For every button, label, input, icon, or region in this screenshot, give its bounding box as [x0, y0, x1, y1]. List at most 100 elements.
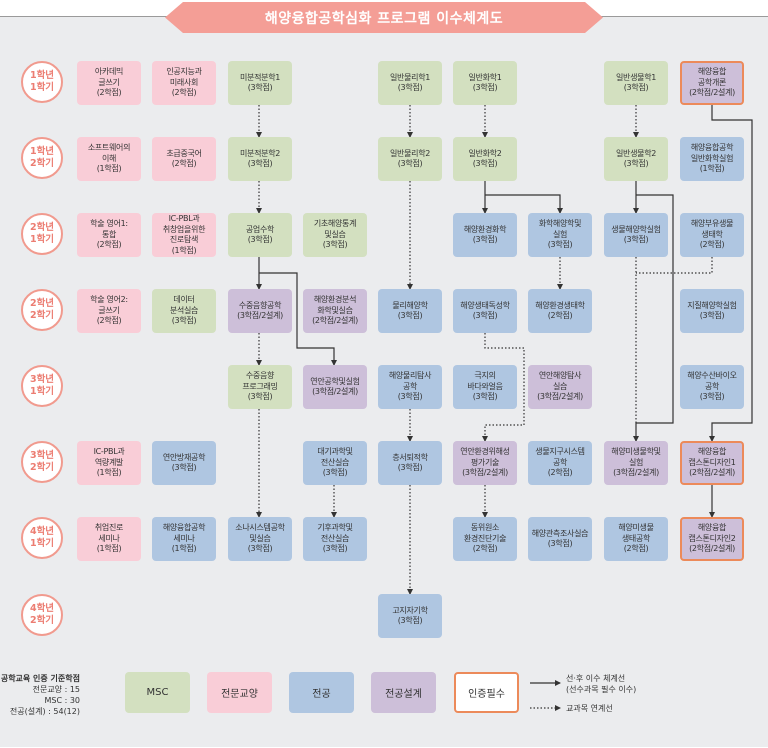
course-name: 공학	[402, 381, 418, 391]
course-credits: (2학점/2설계)	[689, 544, 735, 554]
semester-term: 1학기	[29, 234, 55, 245]
course-name: 실험	[552, 229, 568, 239]
course-box: 물리해양학(3학점)	[378, 289, 442, 333]
course-name: 지질해양학실험	[687, 300, 737, 310]
course-name: 통합	[101, 229, 117, 239]
course-name: 실습	[552, 381, 568, 391]
course-name: 해양관측조사실습	[531, 528, 589, 538]
course-name: 생물지구시스템	[535, 447, 585, 457]
course-name: 미분적분학2	[239, 148, 281, 158]
legend-certified: 인증필수	[454, 672, 519, 713]
course-name: 기초해양통계	[313, 219, 357, 229]
course-box: 고지자기학(3학점)	[378, 594, 442, 638]
course-credits: (1학점)	[171, 245, 197, 255]
course-credits: (2학점)	[472, 544, 498, 554]
legend-design: 전공설계	[371, 672, 436, 713]
semester-term: 2학기	[29, 310, 55, 321]
legend-msc: MSC	[125, 672, 190, 713]
course-credits: (3학점)	[699, 392, 725, 402]
course-box: 해양환경화학(3학점)	[453, 213, 517, 257]
course-credits: (3학점)	[397, 311, 423, 320]
course-name: 일반화학1	[468, 72, 502, 82]
course-credits: (2학점)	[699, 240, 725, 250]
semester-year: 4학년	[29, 526, 55, 537]
course-credits: (1학점)	[171, 544, 197, 554]
course-name: 글쓰기	[98, 305, 120, 315]
course-name: 공업수학	[245, 224, 275, 234]
course-name: 학술 영어1:	[90, 219, 128, 229]
semester-term: 2학기	[29, 158, 55, 169]
course-name: 세미나	[98, 533, 120, 543]
legend-general: 전문교양	[207, 672, 272, 713]
course-name: 해양융합	[697, 67, 727, 77]
course-name: 해양미생물학및	[611, 447, 661, 457]
course-name: 공학개론	[697, 77, 727, 87]
course-credits: (3학점/2설계)	[312, 387, 358, 396]
course-name: 해양융합	[697, 523, 727, 533]
course-name: 초급중국어	[166, 148, 202, 158]
course-name: 및실습	[249, 533, 271, 543]
course-credits: (3학점)	[623, 235, 649, 244]
course-box: 연안공학및실험(3학점/2설계)	[303, 365, 367, 409]
course-credits: (3학점)	[322, 468, 348, 478]
course-name: 해양미생물	[618, 523, 654, 533]
course-box: 수중음향공학(3학점/2설계)	[228, 289, 292, 333]
legend-credits: 공학교육 인증 기준학점 전문교양 : 15 MSC : 30 전공(설계) :…	[1, 673, 80, 717]
course-credits: (3학점)	[247, 83, 273, 92]
course-name: 해양수산바이오	[687, 371, 737, 381]
course-name: 해양융합	[697, 447, 727, 457]
course-name: 전산실습	[320, 457, 350, 467]
course-credits: (3학점)	[397, 616, 423, 625]
semester-term: 1학기	[29, 386, 55, 397]
course-credits: (3학점)	[397, 83, 423, 92]
course-credits: (3학점)	[322, 240, 348, 250]
course-credits: (3학점/2설계)	[613, 468, 659, 478]
course-name: 공학	[704, 381, 720, 391]
course-name: 미분적분학1	[239, 72, 281, 82]
course-name: 프로그래밍	[242, 381, 278, 391]
course-credits: (3학점/2설계)	[462, 468, 508, 478]
course-name: 공학	[552, 457, 568, 467]
course-box: 지질해양학실험(3학점)	[680, 289, 744, 333]
course-credits: (3학점)	[472, 83, 498, 92]
course-name: 동위원소	[470, 523, 500, 533]
course-credits: (1학점)	[96, 164, 122, 174]
course-name: 캡스톤디자인1	[688, 457, 736, 467]
course-credits: (2학점/2설계)	[689, 468, 735, 478]
prereq-chem2-chemocean	[485, 194, 563, 214]
semester-term: 2학기	[29, 462, 55, 473]
course-name: 취창업을위한	[162, 224, 206, 234]
course-name: 극지의	[474, 371, 496, 381]
course-credits: (1학점)	[96, 544, 122, 554]
course-credits: (3학점)	[247, 235, 273, 244]
course-credits: (3학점)	[397, 463, 423, 472]
course-name: 해양물리탐사	[388, 371, 432, 381]
course-name: 해양생태독성학	[460, 300, 510, 310]
course-name: 연안방재공학	[162, 452, 206, 462]
semester-year: 1학년	[29, 70, 55, 81]
semester-year: 1학년	[29, 146, 55, 157]
legend-credit-gen: 전문교양 : 15	[32, 685, 80, 694]
course-credits: (2학점)	[171, 88, 197, 98]
course-name: 해양융합공학	[162, 523, 206, 533]
course-box: 해양환경생태학(2학점)	[528, 289, 592, 333]
course-name: 소프트웨어의	[87, 143, 131, 153]
course-credits: (2학점)	[96, 316, 122, 326]
course-credits: (2학점/2설계)	[312, 316, 358, 326]
course-credits: (2학점)	[171, 159, 197, 168]
course-credits: (1학점)	[96, 468, 122, 478]
course-name: 일반물리학2	[389, 148, 431, 158]
course-box: 초급중국어(2학점)	[152, 137, 216, 181]
course-credits: (3학점)	[547, 240, 573, 250]
